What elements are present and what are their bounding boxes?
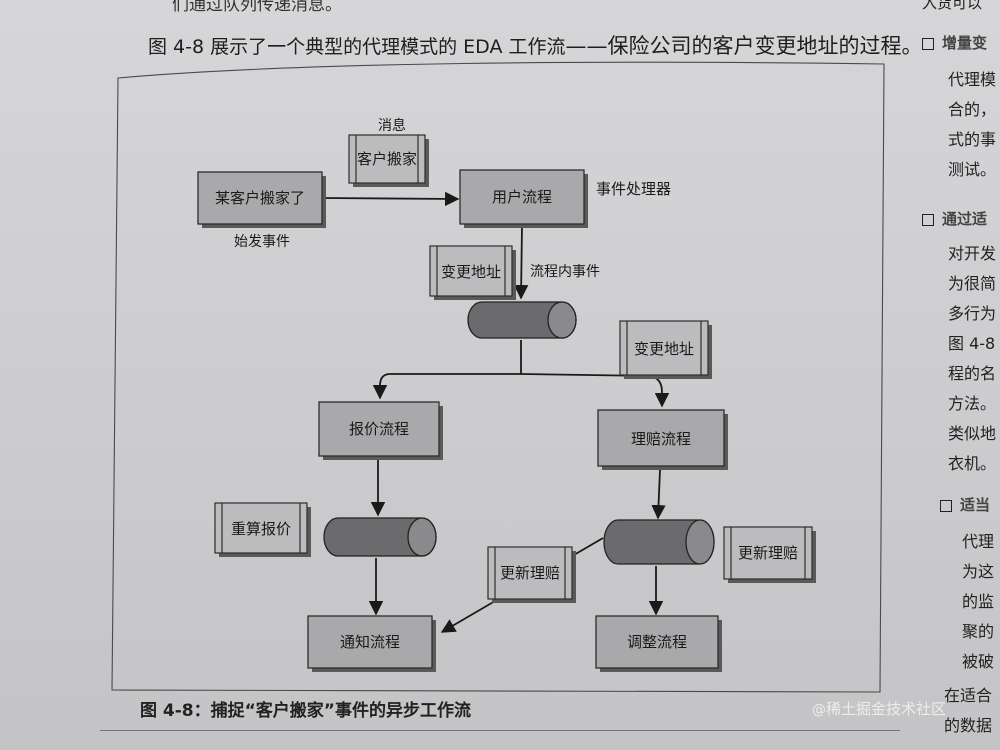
sidebar-bullet-2: 通过适 — [922, 208, 987, 229]
node-claims-flow: 理赔流程 — [597, 409, 728, 470]
node-quote-flow-label: 报价流程 — [349, 420, 409, 438]
sidebar-line: 测试。 — [948, 160, 997, 179]
checkbox-icon — [922, 37, 934, 50]
sidebar-line: 类似地 — [948, 424, 997, 443]
node-customer-moved: 某客户搬家了 — [197, 171, 326, 228]
sidebar-line: 合的， — [948, 100, 997, 119]
sidebar-line: 被破 — [962, 652, 995, 671]
checkbox-icon — [922, 213, 934, 226]
sidebar-line: 为很简 — [948, 274, 997, 293]
intro-sentence: 图 4-8 展示了一个典型的代理模式的 EDA 工作流——保险公司的客户变更地址… — [148, 30, 923, 60]
in-flow-event-label: 流程内事件 — [530, 264, 600, 280]
sidebar-top-text: 入货可以 — [922, 0, 983, 12]
node-customer-flow-label: 用户流程 — [492, 188, 552, 206]
bottom-rule — [100, 730, 900, 731]
message-label: 消息 — [378, 117, 406, 134]
sidebar-line: 式的事 — [948, 130, 997, 149]
sidebar-line: 图 4-8 — [948, 334, 996, 353]
arrow-queue-to-quote — [372, 340, 522, 400]
arrow-start-to-customer-flow — [321, 191, 460, 207]
node-update-claim-2-label: 更新理赔 — [738, 544, 798, 562]
node-notify-flow: 通知流程 — [307, 615, 436, 672]
node-change-address-2-label: 变更地址 — [634, 340, 694, 358]
sidebar-line: 对开发 — [948, 244, 997, 263]
sidebar-line: 代理模 — [948, 70, 997, 89]
sidebar-line: 程的名 — [948, 364, 997, 383]
sidebar-line: 聚的 — [962, 622, 995, 641]
event-processor-label: 事件处理器 — [596, 180, 671, 198]
node-change-address-2: 变更地址 — [619, 320, 712, 379]
queue-main — [467, 301, 577, 339]
node-notify-flow-label: 通知流程 — [340, 633, 400, 651]
sidebar-line: 的数据 — [944, 716, 993, 735]
sidebar-bullet-1: 增量变 — [922, 32, 987, 53]
node-customer-flow: 用户流程 — [459, 169, 588, 228]
node-recalc-quote-label: 重算报价 — [231, 520, 291, 538]
node-adjust-flow: 调整流程 — [595, 615, 722, 672]
node-quote-flow: 报价流程 — [318, 401, 443, 460]
figure-frame — [111, 61, 885, 693]
sidebar-line: 的监 — [962, 592, 995, 611]
sidebar-line: 在适合 — [944, 686, 993, 705]
node-update-claim-1: 更新理赔 — [487, 546, 576, 603]
initiating-event-label: 始发事件 — [234, 234, 290, 250]
watermark-at: @ — [812, 702, 826, 718]
node-customer-moving-message-label: 客户搬家 — [357, 150, 417, 168]
node-update-claim-2: 更新理赔 — [723, 526, 816, 583]
checkbox-icon — [940, 499, 952, 512]
watermark-text: 稀土掘金技术社区 — [826, 700, 947, 718]
sidebar-bullet-3: 适当 — [940, 494, 990, 515]
node-customer-moving-message: 客户搬家 — [348, 134, 429, 187]
node-claims-flow-label: 理赔流程 — [631, 430, 691, 448]
top-text-line: 们通过队列传递消息。 — [172, 0, 342, 15]
node-change-address-1-label: 变更地址 — [441, 263, 501, 281]
queue-quote — [323, 517, 437, 557]
sidebar-line: 为这 — [962, 562, 995, 581]
intro-tail: ——保险公司的客户变更地址的过程。 — [565, 34, 923, 58]
queue-claims — [603, 519, 715, 565]
node-update-claim-1-label: 更新理赔 — [500, 564, 560, 582]
sidebar-line: 代理 — [962, 532, 995, 551]
figure-caption: 图 4-8：捕捉“客户搬家”事件的异步工作流 — [140, 701, 471, 721]
sidebar-line: 衣机。 — [948, 454, 997, 473]
intro-text: 图 4-8 展示了一个典型的代理模式的 EDA 工作流 — [148, 36, 566, 58]
node-adjust-flow-label: 调整流程 — [627, 633, 687, 651]
node-change-address-1: 变更地址 — [429, 245, 516, 300]
arrow-claims-to-queue — [651, 469, 666, 520]
sidebar-line: 多行为 — [948, 304, 997, 323]
arrow-customer-flow-to-queue — [513, 225, 529, 300]
sidebar-line: 方法。 — [948, 394, 997, 413]
node-recalc-quote: 重算报价 — [214, 502, 311, 557]
watermark: @稀土掘金技术社区 — [812, 698, 946, 719]
node-customer-moved-label: 某客户搬家了 — [215, 189, 305, 207]
